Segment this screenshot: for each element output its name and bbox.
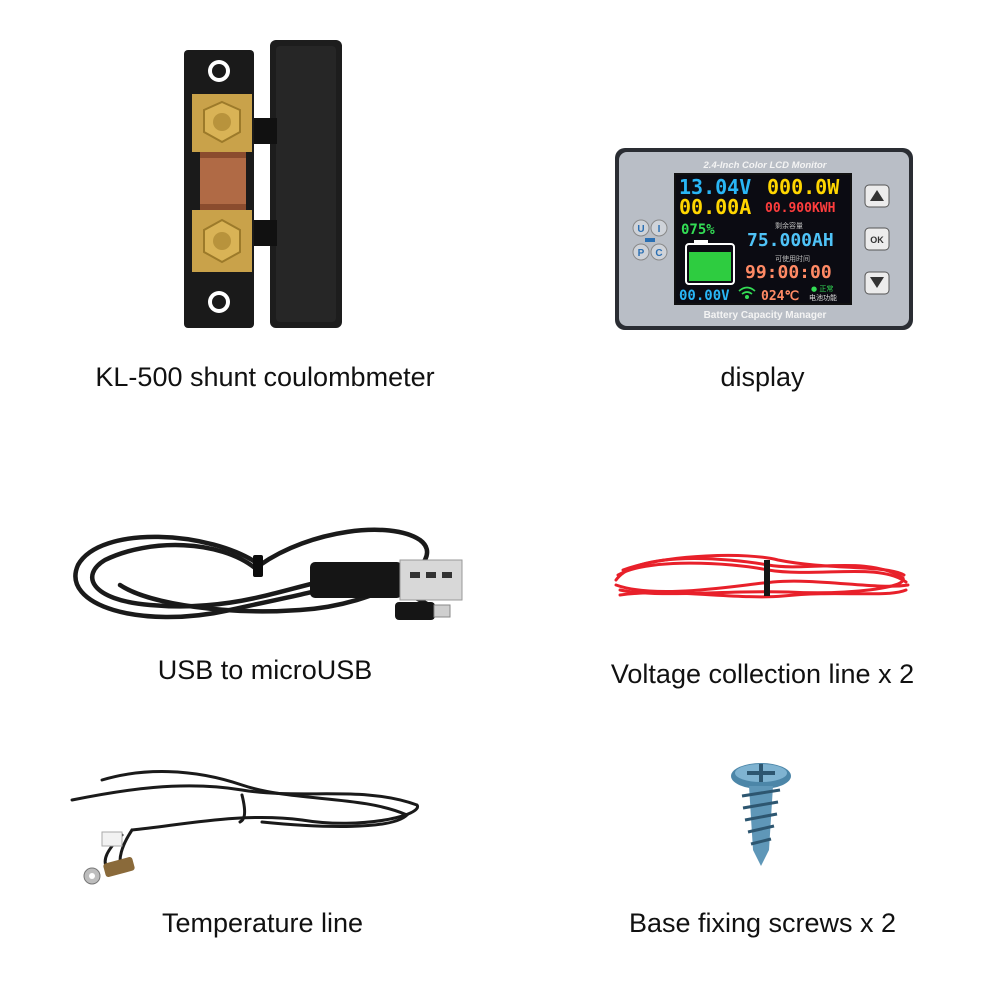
lcd-small-voltage: 00.00V [679, 288, 730, 304]
button-i-label: I [658, 224, 661, 235]
usb-caption: USB to microUSB [157, 655, 373, 685]
display-footer: Battery Capacity Manager [704, 310, 827, 321]
lcd-status-2: 电池功能 [809, 293, 837, 302]
lcd-energy: 00.900KWH [765, 201, 835, 216]
temperature-line-caption: Temperature line [161, 908, 364, 938]
lcd-remaining-label: 剩余容量 [775, 221, 803, 230]
arrow-down-icon [870, 277, 884, 288]
lcd-time-label: 可使用时间 [775, 254, 810, 263]
red-wire-caption: Voltage collection line x 2 [610, 659, 915, 689]
lcd-capacity: 75.000AH [747, 230, 834, 251]
display-device: 2.4-Inch Color LCD Monitor Battery Capac… [615, 148, 913, 330]
wifi-icon [738, 286, 756, 300]
shunt-photo [180, 38, 350, 333]
ok-button-label: OK [870, 235, 884, 245]
probe-icon [103, 857, 135, 877]
lcd-status-1: ● 正常 [811, 284, 833, 293]
temperature-line-photo [62, 760, 427, 895]
button-c-label: C [655, 248, 662, 259]
lcd-time: 99:00:00 [745, 262, 832, 283]
battery-icon [685, 243, 735, 285]
button-i[interactable] [650, 219, 668, 237]
lcd-temperature: 024℃ [761, 289, 799, 304]
display-caption: display [720, 362, 805, 392]
button-u[interactable] [632, 219, 650, 237]
battery-cap-icon [694, 240, 708, 244]
lcd-voltage: 13.04V [679, 175, 751, 199]
ok-button[interactable] [864, 227, 890, 251]
connector-icon [101, 831, 123, 847]
button-u-label: U [637, 224, 644, 235]
micro-usb-plug-icon [395, 602, 435, 620]
lcd-percent: 075% [681, 222, 715, 238]
usb-cable-photo [60, 510, 480, 650]
button-p-label: P [638, 248, 645, 259]
lcd-current: 00.00A [679, 195, 751, 219]
button-p[interactable] [632, 243, 650, 261]
lcd-power: 000.0W [767, 175, 840, 199]
red-wire-photo [608, 540, 913, 610]
shunt-caption: KL-500 shunt coulombmeter [95, 362, 435, 392]
arrow-up-icon [870, 190, 884, 201]
screw-caption: Base fixing screws x 2 [628, 908, 897, 938]
usb-a-plug-icon [310, 562, 402, 598]
display-header: 2.4-Inch Color LCD Monitor [703, 160, 828, 171]
button-c[interactable] [650, 243, 668, 261]
screw-photo [728, 762, 794, 868]
